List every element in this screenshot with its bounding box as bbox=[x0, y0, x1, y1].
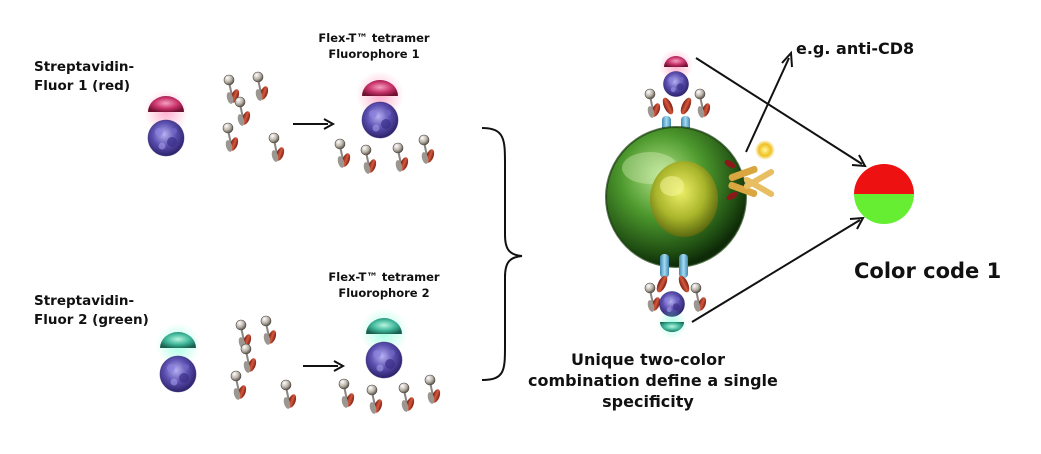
arrow-to-tetramer1 bbox=[293, 118, 336, 130]
streptavidin-fluor1-line2: Fluor 1 (red) bbox=[34, 78, 131, 94]
streptavidin-fluor1-icon bbox=[144, 90, 188, 157]
streptavidin-fluor1-line1: Streptavidin- bbox=[34, 59, 135, 75]
t-cell-icon bbox=[605, 49, 747, 339]
anti-cd8-label: e.g. anti-CD8 bbox=[796, 39, 915, 58]
tetramer2-line2: Fluorophore 2 bbox=[338, 286, 430, 300]
combination-line3: specificity bbox=[602, 392, 694, 411]
streptavidin-fluor2-line2: Fluor 2 (green) bbox=[34, 312, 149, 328]
antibody-icon bbox=[724, 140, 775, 200]
tetramer1-line2: Fluorophore 1 bbox=[328, 47, 420, 61]
monomer-group-2 bbox=[230, 315, 299, 411]
combination-line2: combination define a single bbox=[528, 371, 778, 390]
tetramer1-label: Flex-T™ tetramer Fluorophore 1 bbox=[304, 30, 444, 62]
combination-line1: Unique two-color bbox=[570, 350, 726, 369]
arrow-to-anti-cd8 bbox=[745, 50, 793, 153]
grouping-brace bbox=[481, 127, 523, 381]
tetramer1-line1: Flex-T™ tetramer bbox=[318, 31, 430, 45]
combination-caption: Unique two-color combination define a si… bbox=[528, 349, 778, 412]
monomer-group-1 bbox=[222, 71, 287, 164]
arrow-to-tetramer2 bbox=[303, 360, 346, 372]
streptavidin-fluor1-label: Streptavidin- Fluor 1 (red) bbox=[34, 58, 134, 96]
streptavidin-fluor2-icon bbox=[156, 323, 200, 393]
tetramer2-label: Flex-T™ tetramer Fluorophore 2 bbox=[314, 269, 454, 301]
arrow-bottom-to-color-code bbox=[691, 216, 865, 323]
arrow-top-to-color-code bbox=[695, 57, 867, 168]
streptavidin-fluor2-line1: Streptavidin- bbox=[34, 293, 135, 309]
streptavidin-fluor2-label: Streptavidin- Fluor 2 (green) bbox=[34, 292, 149, 330]
tetramer2-icon bbox=[338, 308, 443, 416]
tetramer1-icon bbox=[334, 71, 437, 176]
tetramer2-line1: Flex-T™ tetramer bbox=[328, 270, 440, 284]
color-code-disc bbox=[854, 164, 914, 224]
color-code-label: Color code 1 bbox=[854, 259, 1002, 283]
